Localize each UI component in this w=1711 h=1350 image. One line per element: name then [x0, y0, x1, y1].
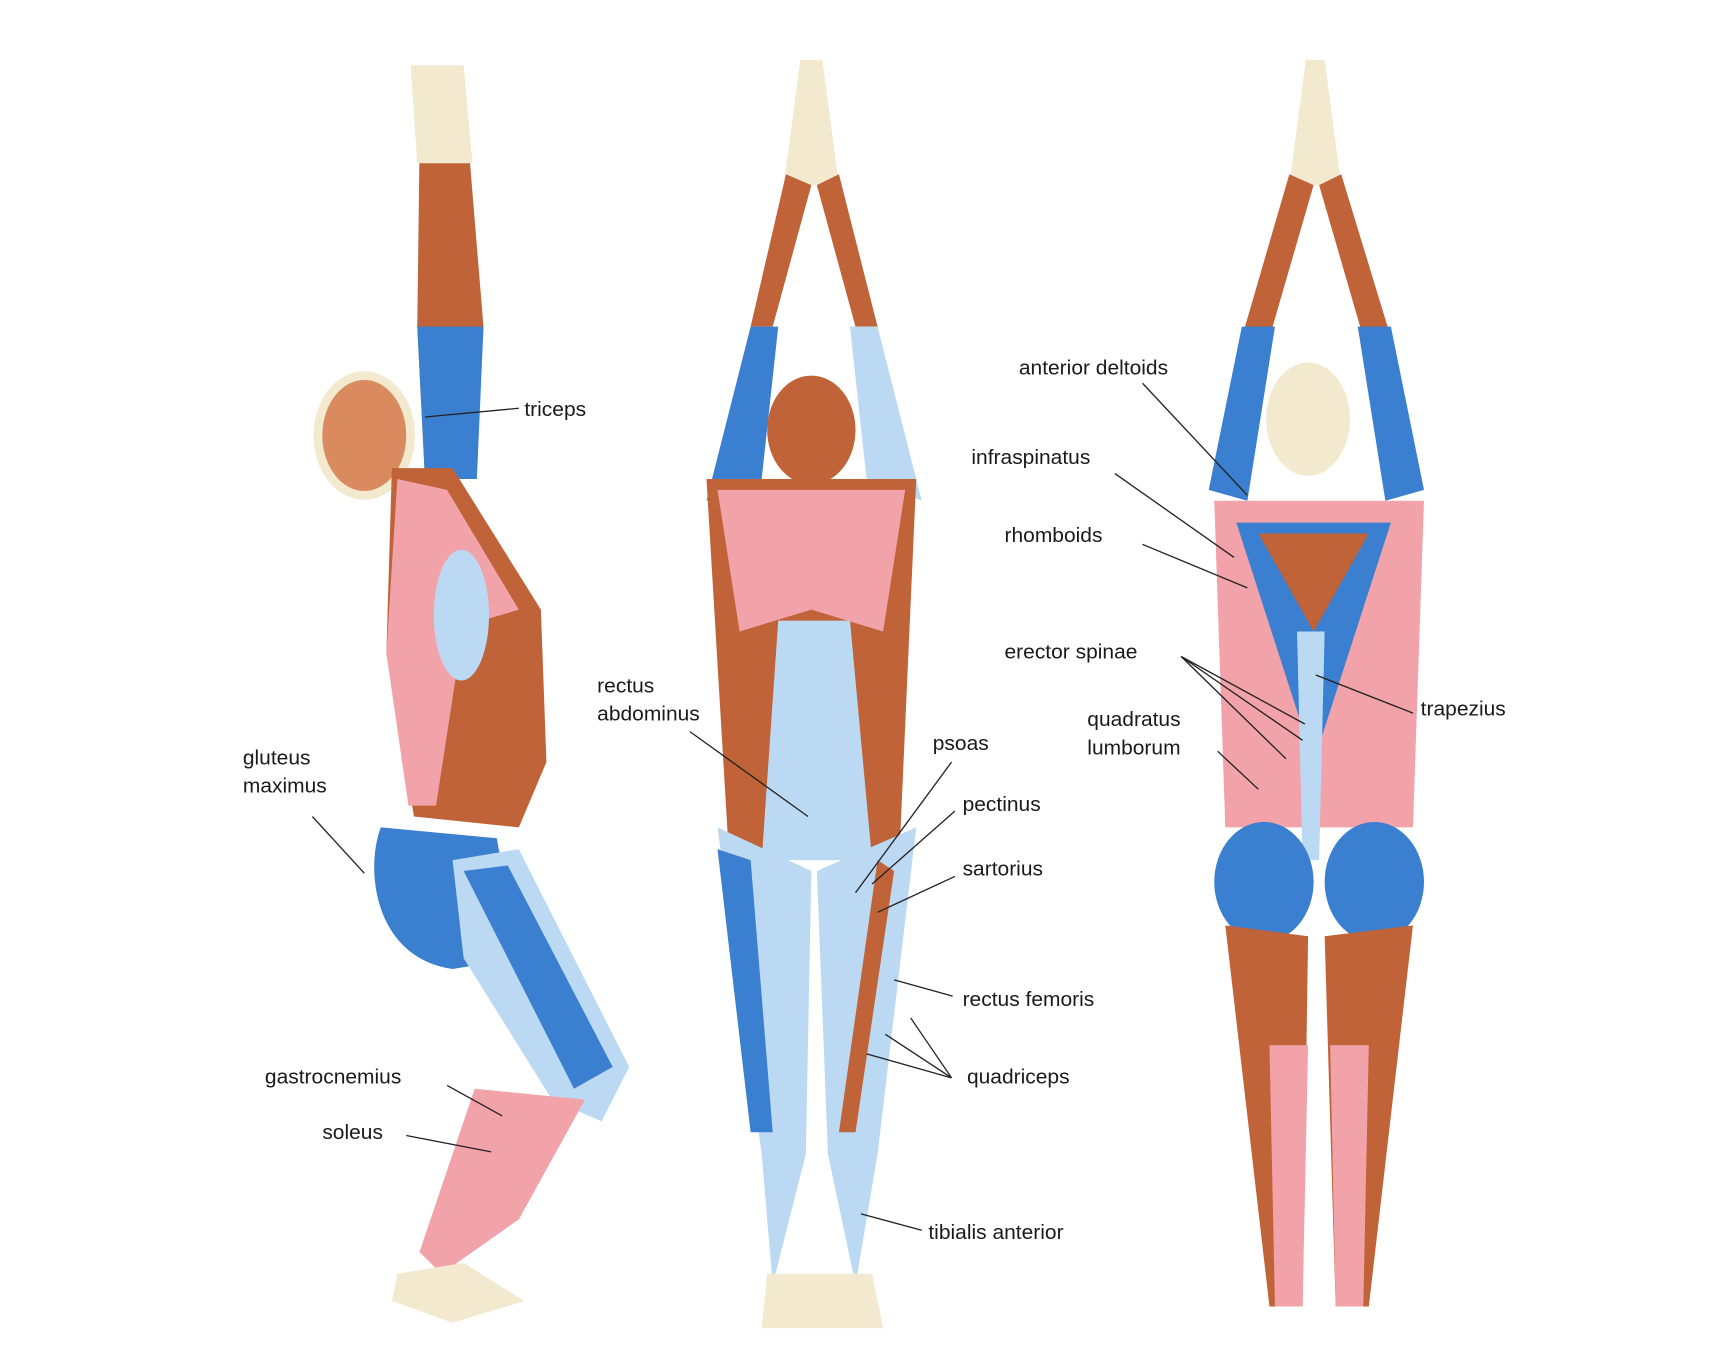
label-erector-spinae: erector spinae: [1005, 641, 1138, 664]
front-left-upperarm: [706, 326, 779, 501]
back-left-forearm: [1241, 174, 1314, 338]
front-chest: [717, 489, 906, 632]
label-quadriceps: quadriceps: [967, 1065, 1070, 1088]
side-head: [313, 371, 416, 500]
leader-triceps: [424, 407, 519, 418]
leader-gluteus-maximus: [311, 816, 365, 874]
leader-trapezius: [1315, 674, 1414, 714]
label-rhomboids: rhomboids: [1005, 524, 1103, 547]
back-rhomboid-shape: [1258, 533, 1369, 632]
front-left-forearm: [750, 174, 812, 327]
leader-rectus-abdominus: [689, 731, 809, 818]
label-infraspinatus: infraspinatus: [971, 446, 1090, 469]
side-thigh-dark: [463, 865, 613, 1089]
label-gastrocnemius: gastrocnemius: [265, 1065, 401, 1088]
back-right-glute: [1324, 821, 1424, 942]
front-head: [767, 375, 856, 485]
label-quadratus: quadratus: [1087, 708, 1180, 731]
label-lumborum: lumborum: [1087, 737, 1180, 760]
leader-quadriceps-3: [866, 1053, 952, 1079]
label-rectus-femoris: rectus femoris: [963, 988, 1095, 1011]
back-head: [1266, 362, 1351, 476]
front-right-sartorius: [838, 860, 895, 1133]
leader-rhomboids: [1142, 543, 1248, 589]
side-foot: [391, 1262, 525, 1323]
label-gluteus: gluteus: [243, 746, 311, 769]
leader-pectinus: [871, 810, 956, 885]
back-left-calf: [1269, 1045, 1309, 1307]
label-sartorius: sartorius: [963, 857, 1043, 880]
label-psoas: psoas: [933, 732, 989, 755]
front-left-quad-dark: [717, 849, 773, 1133]
side-triceps-shape: [417, 326, 484, 480]
front-abdomen: [761, 620, 873, 861]
back-right-upperarm: [1357, 326, 1424, 501]
leader-erector-spinae-3: [1180, 656, 1287, 760]
label-soleus: soleus: [322, 1121, 383, 1144]
labels: triceps gluteus maximus gastrocnemius so…: [243, 357, 1506, 1244]
back-right-calf: [1330, 1045, 1369, 1307]
leader-infraspinatus: [1114, 473, 1235, 558]
leader-quadriceps-1: [910, 1017, 953, 1079]
side-shin: [419, 1088, 586, 1274]
label-trapezius: trapezius: [1421, 697, 1506, 720]
leader-lines: [311, 382, 1414, 1231]
leader-soleus: [406, 1134, 492, 1153]
label-pectinus: pectinus: [963, 793, 1041, 816]
label-abdominus: abdominus: [597, 703, 700, 726]
leader-anterior-deltoids: [1142, 382, 1248, 496]
back-hands: [1289, 59, 1342, 186]
leader-rectus-femoris: [893, 979, 953, 997]
leader-quadriceps-2: [884, 1033, 952, 1079]
leader-gastrocnemius: [446, 1084, 503, 1117]
leader-quadratus-lumborum: [1217, 750, 1259, 790]
front-feet: [761, 1273, 884, 1329]
figure-back-view: [1208, 59, 1424, 1307]
label-maximus: maximus: [243, 775, 327, 798]
label-rectus: rectus: [597, 675, 654, 698]
leader-erector-spinae-2: [1180, 655, 1303, 741]
back-spine: [1297, 631, 1325, 861]
label-anterior-deltoids: anterior deltoids: [1019, 357, 1168, 380]
leader-erector-spinae-1: [1180, 655, 1306, 725]
figure-front-view: [706, 59, 922, 1329]
label-tibialis-anterior: tibialis anterior: [928, 1221, 1063, 1244]
label-triceps: triceps: [524, 398, 586, 421]
leader-sartorius: [877, 875, 956, 913]
back-left-upperarm: [1208, 326, 1275, 501]
figure-side-view: [313, 65, 630, 1323]
side-ribs: [433, 549, 490, 681]
side-hand: [410, 65, 473, 164]
front-right-forearm: [816, 174, 878, 327]
back-left-glute: [1214, 821, 1314, 942]
leader-tibialis-anterior: [860, 1213, 922, 1231]
back-right-forearm: [1319, 174, 1391, 338]
front-hands: [783, 59, 839, 186]
front-right-upperarm: [849, 326, 922, 501]
leader-psoas: [854, 761, 953, 894]
